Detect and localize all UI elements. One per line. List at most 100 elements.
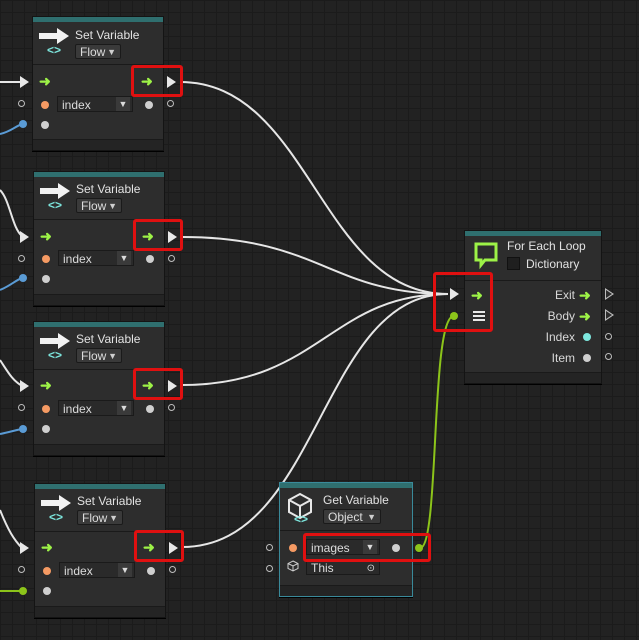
dropdown-value: Flow [81, 199, 107, 213]
value-input-port[interactable] [42, 255, 50, 263]
variable-kind-dropdown[interactable]: Flow ▼ [76, 348, 122, 363]
value-input-ring[interactable] [266, 544, 273, 551]
flow-arrow-icon: ➜ [579, 287, 591, 303]
variable-name-field[interactable]: index ▼ [58, 250, 134, 266]
value-input-port[interactable] [43, 567, 51, 575]
input-port[interactable] [43, 587, 51, 595]
value-input-ring[interactable] [18, 566, 25, 573]
chevron-down-icon: ▼ [117, 251, 131, 265]
set-variable-node[interactable]: <> Set Variable Flow ▼ ➜ ➜ index ▼ [33, 321, 165, 456]
index-output-ring[interactable] [605, 333, 612, 340]
variable-glyph-icon: <> [294, 512, 309, 526]
value-input-ring[interactable] [18, 100, 25, 107]
exit-output-port[interactable] [605, 288, 614, 300]
value-output-port[interactable] [145, 101, 153, 109]
flow-output-port[interactable] [168, 231, 177, 243]
flow-output-port[interactable] [167, 76, 176, 88]
flow-wire [0, 509, 23, 549]
variable-glyph-icon: <> [47, 43, 62, 57]
item-output-port[interactable] [583, 354, 591, 362]
set-variable-node[interactable]: <> Set Variable Flow ▼ ➜ ➜ index ▼ [34, 483, 166, 618]
flow-wire [181, 293, 449, 548]
variable-glyph-icon: <> [49, 510, 64, 524]
variable-name-field[interactable]: index ▼ [57, 96, 133, 112]
value-output-ring[interactable] [169, 566, 176, 573]
value-input-port[interactable] [41, 101, 49, 109]
value-input-port[interactable] [42, 405, 50, 413]
flow-input-port[interactable] [20, 380, 29, 392]
value-output-ring[interactable] [168, 404, 175, 411]
node-header[interactable]: <> Set Variable Flow ▼ [33, 22, 163, 65]
value-output-ring[interactable] [168, 255, 175, 262]
node-header-bar [465, 231, 601, 236]
set-variable-node[interactable]: <> Set Variable Flow ▼ ➜ ➜ index ▼ [32, 16, 164, 151]
target-input-ring[interactable] [266, 565, 273, 572]
input-port[interactable] [42, 425, 50, 433]
int-input-port[interactable] [19, 120, 27, 128]
value-input-port[interactable] [289, 544, 297, 552]
node-header[interactable]: For Each Loop Dictionary [465, 236, 601, 281]
flow-arrow-icon: ➜ [40, 377, 52, 393]
flow-arrow-icon: ➜ [40, 228, 52, 244]
int-input-port[interactable] [19, 425, 27, 433]
body-output-port[interactable] [605, 309, 614, 321]
for-each-loop-node[interactable]: For Each Loop Dictionary ➜ Exit ➜ Body ➜… [464, 230, 602, 384]
variable-kind-dropdown[interactable]: Flow ▼ [76, 198, 122, 213]
value-output-port[interactable] [146, 255, 154, 263]
value-output-ring[interactable] [167, 100, 174, 107]
target-icon[interactable]: ⊙ [366, 563, 375, 574]
variable-name: index [63, 402, 92, 416]
input-port[interactable] [41, 121, 49, 129]
input-port[interactable] [42, 275, 50, 283]
variable-kind-dropdown[interactable]: Flow ▼ [77, 510, 123, 525]
flow-arrow-icon: ➜ [142, 377, 154, 393]
variable-glyph-icon: <> [48, 348, 63, 362]
node-title: For Each Loop [507, 239, 586, 253]
flow-arrow-icon: ➜ [141, 73, 153, 89]
variable-kind-dropdown[interactable]: Flow ▼ [75, 44, 121, 59]
flow-arrow-icon: ➜ [143, 539, 155, 555]
int-input-port[interactable] [19, 274, 27, 282]
flow-wire [181, 293, 449, 386]
value-input-ring[interactable] [18, 255, 25, 262]
flow-arrow-icon: ➜ [142, 228, 154, 244]
variable-name: images [311, 541, 350, 555]
flow-input-port[interactable] [20, 76, 29, 88]
object-input-port[interactable] [19, 587, 27, 595]
get-variable-node[interactable]: <> Get Variable Object ▼ images ▼ This ⊙ [279, 482, 413, 597]
node-header[interactable]: <> Set Variable Flow ▼ [35, 489, 165, 532]
node-footer [34, 444, 164, 455]
item-output-ring[interactable] [605, 353, 612, 360]
index-output-port[interactable] [583, 333, 591, 341]
variable-name-field[interactable]: index ▼ [58, 400, 134, 416]
variable-name-field[interactable]: index ▼ [59, 562, 135, 578]
node-header[interactable]: <> Get Variable Object ▼ [280, 488, 412, 531]
flow-input-port[interactable] [20, 231, 29, 243]
flow-arrow-icon: ➜ [471, 287, 483, 303]
highlight-box [433, 272, 493, 332]
variable-kind-dropdown[interactable]: Object ▼ [323, 509, 381, 524]
value-output-port[interactable] [147, 567, 155, 575]
chevron-down-icon: ▼ [108, 201, 117, 211]
flow-input-port[interactable] [20, 542, 29, 554]
node-header[interactable]: <> Set Variable Flow ▼ [34, 177, 164, 220]
flow-input-port[interactable] [450, 288, 459, 300]
node-header[interactable]: <> Set Variable Flow ▼ [34, 327, 164, 370]
value-output-port[interactable] [392, 544, 400, 552]
variable-name-field[interactable]: images ▼ [306, 539, 380, 555]
flow-output-port[interactable] [168, 380, 177, 392]
set-variable-node[interactable]: <> Set Variable Flow ▼ ➜ ➜ index ▼ [33, 171, 165, 306]
flow-output-port[interactable] [169, 542, 178, 554]
node-header-bar [280, 483, 412, 488]
node-header-bar [33, 17, 163, 22]
body-label: Body [547, 309, 575, 323]
chevron-down-icon: ▼ [363, 540, 377, 554]
target-field[interactable]: This ⊙ [306, 560, 380, 575]
node-header-bar [34, 322, 164, 327]
collection-input-port[interactable] [450, 312, 458, 320]
variable-glyph-icon: <> [48, 198, 63, 212]
object-output-port[interactable] [415, 544, 423, 552]
value-input-ring[interactable] [18, 404, 25, 411]
value-output-port[interactable] [146, 405, 154, 413]
dictionary-checkbox[interactable] [507, 257, 520, 270]
